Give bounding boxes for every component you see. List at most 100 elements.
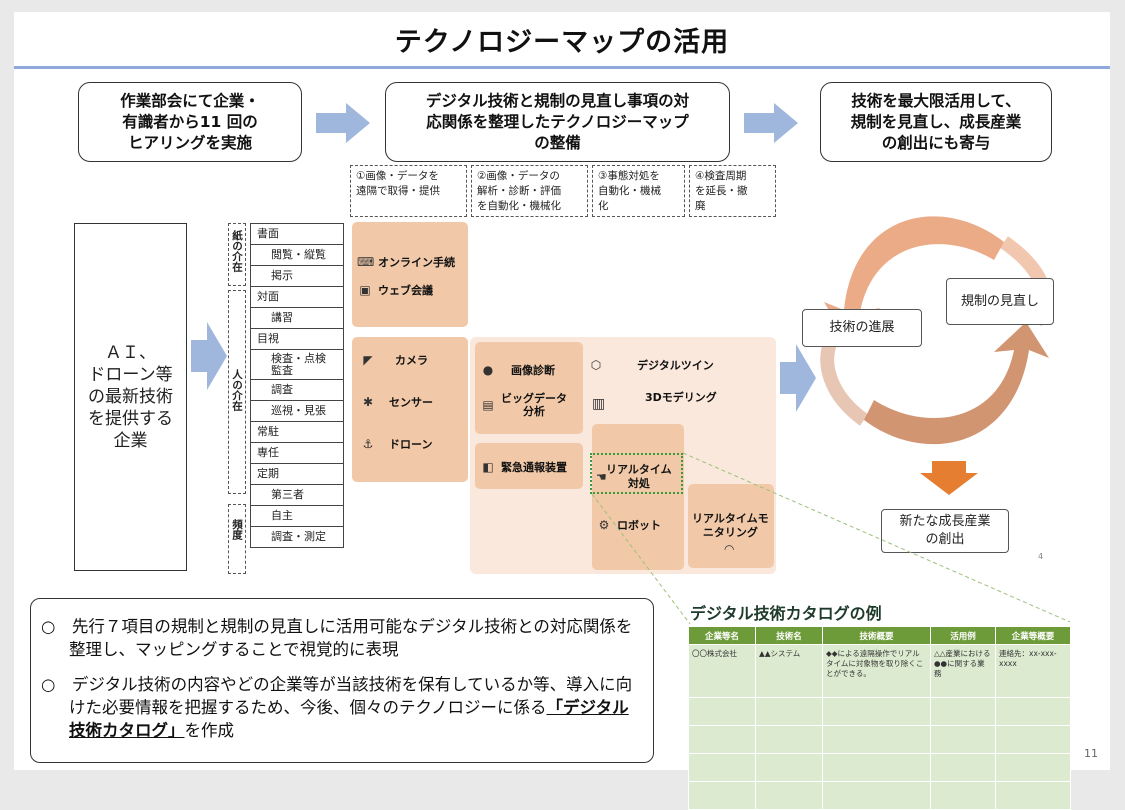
procedure-row: 巡視・見張: [250, 400, 344, 422]
table-cell: △△産業における●●に関する業務: [930, 644, 996, 698]
table-cell: [930, 725, 996, 754]
procedure-row: 第三者: [250, 484, 344, 506]
monitor-icon: ▣: [359, 283, 371, 297]
tech-sensor: ✱センサー: [360, 394, 433, 410]
procedure-row: 対面: [250, 286, 344, 308]
table-cell: [822, 781, 931, 810]
cycle-regulation-review: 規制の見直し: [946, 278, 1054, 325]
catalog-header: 企業等名: [688, 626, 756, 645]
table-row: [688, 781, 1071, 810]
keyboard-icon: ⌨: [357, 255, 375, 269]
map-arrow: [780, 344, 816, 412]
procedure-cell: 調査・測定: [250, 526, 344, 548]
table-cell: [688, 753, 756, 782]
tech-3d-label: 3Dモデリング: [645, 391, 717, 404]
building-icon: ▥: [592, 396, 606, 412]
cycle-new-industry: 新たな成長産業 の創出: [881, 509, 1009, 553]
group-frequency: 頻度: [228, 504, 246, 574]
tech-web-label: ウェブ会議: [378, 284, 433, 297]
tech-drone: ⚓ ドローン: [360, 436, 433, 452]
tech-drone-label: ドローン: [389, 438, 433, 451]
table-cell: [755, 753, 823, 782]
gauge-icon: ◠: [724, 542, 735, 556]
catalog-header: 技術概要: [822, 626, 931, 645]
category-3: ③事態対処を 自動化・機械 化: [592, 165, 685, 217]
tech-image-diag-label: 画像診断: [511, 364, 555, 377]
tech-3d-modeling: 3Dモデリング: [592, 389, 717, 405]
down-arrow: [920, 461, 978, 495]
summary-item-2-text: ○ デジタル技術の内容やどの企業等が当該技術を保有しているか等、導入に向けた必要…: [41, 675, 633, 717]
group-human: 人の介在: [228, 290, 246, 494]
catalog-emphasis: 「デジタル技術カタログ」: [69, 698, 629, 740]
procedure-row: 書面: [250, 223, 344, 245]
summary-item-1: ○ 先行７項目の規制と規制の見直しに活用可能なデジタル技術との対応関係を整理し、…: [41, 617, 633, 659]
tech-realtime: ☚リアルタイム 対処: [596, 463, 672, 491]
procedure-cell: 講習: [250, 307, 344, 329]
procedure-row: 調査・測定: [250, 526, 344, 548]
tech-block-sensing: [352, 337, 468, 482]
catalog-header: 企業等概要: [995, 626, 1071, 645]
slide: テクノロジーマップの活用 作業部会にて企業・ 有識者から11 回の ヒアリングを…: [14, 12, 1110, 810]
table-cell: [755, 725, 823, 754]
summary-box: ○ 先行７項目の規制と規制の見直しに活用可能なデジタル技術との対応関係を整理し、…: [30, 598, 654, 763]
table-cell: 〇〇株式会社: [688, 644, 756, 698]
procedure-row: 常駐: [250, 421, 344, 443]
summary-item-2: ○ デジタル技術の内容やどの企業等が当該技術を保有しているか等、導入に向けた必要…: [41, 673, 641, 742]
procedure-table: 書面閲覧・縦覧掲示対面講習目視検査・点検 監査調査巡視・見張常駐専任定期第三者自…: [250, 223, 344, 548]
tech-camera-label: カメラ: [395, 354, 428, 367]
inner-page-mark: 4: [1038, 552, 1044, 561]
flow-arrow-2: [744, 103, 798, 143]
title-underline: [14, 66, 1110, 69]
camera-icon: ◤: [363, 353, 373, 367]
brain-icon: ●: [482, 363, 494, 377]
tech-emergency: ◧緊急通報装置: [480, 459, 567, 475]
table-cell: [930, 697, 996, 726]
procedure-cell: 対面: [250, 286, 344, 308]
tech-monitoring-label: リアルタイムモ ニタリング: [692, 512, 769, 539]
table-row: [688, 697, 1071, 726]
table-cell: [995, 781, 1071, 810]
tech-robot-label: ロボット: [617, 519, 661, 532]
group-human-label: 人の介在: [231, 369, 243, 411]
procedure-cell: 専任: [250, 442, 344, 464]
alarm-icon: ◧: [482, 460, 494, 474]
tech-online: ⌨オンライン手続: [357, 254, 455, 270]
tech-block-analysis: [475, 342, 583, 434]
table-cell: [995, 697, 1071, 726]
category-4: ④検査周期 を延長・撤 廃: [689, 165, 776, 217]
procedure-cell: 定期: [250, 463, 344, 485]
catalog-header: 活用例: [930, 626, 996, 645]
page-number: 11: [1084, 747, 1098, 760]
procedure-row: 講習: [250, 307, 344, 329]
table-cell: [688, 781, 756, 810]
realtime-highlight: [590, 453, 683, 494]
tech-twin-label: デジタルツイン: [637, 359, 714, 372]
procedure-cell: 巡視・見張: [250, 400, 344, 422]
category-1: ①画像・データを 遠隔で取得・提供: [350, 165, 467, 217]
table-cell: [822, 725, 931, 754]
tech-camera: ◤ カメラ: [360, 352, 428, 368]
flow-box-techmap: デジタル技術と規制の見直し事項の対 応関係を整理したテクノロジーマップ の整備: [385, 82, 730, 162]
procedure-cell: 目視: [250, 328, 344, 350]
cycle-tech-progress: 技術の進展: [802, 309, 922, 347]
tech-monitoring: リアルタイムモ ニタリング: [692, 512, 769, 540]
summary-item-2-end: を作成: [184, 721, 235, 740]
flow-box-hearing: 作業部会にて企業・ 有識者から11 回の ヒアリングを実施: [78, 82, 302, 162]
procedure-row: 目視: [250, 328, 344, 350]
table-cell: [995, 725, 1071, 754]
tech-web-meeting: ▣ ウェブ会議: [357, 282, 433, 298]
procedure-row: 閲覧・縦覧: [250, 244, 344, 266]
drone-icon: ⚓: [362, 437, 374, 451]
table-cell: [755, 697, 823, 726]
catalog-header-row: 企業等名 技術名 技術概要 活用例 企業等概要: [688, 626, 1071, 645]
group-paper-label: 紙の介在: [231, 230, 243, 272]
procedure-cell: 掲示: [250, 265, 344, 287]
tech-bigdata-label: ビッグデータ 分析: [501, 392, 567, 418]
flow-arrow-1: [316, 103, 370, 143]
tech-sensor-label: センサー: [389, 396, 433, 409]
document-icon: ▤: [482, 398, 494, 412]
procedure-cell: 書面: [250, 223, 344, 245]
cube-icon: ⬡: [590, 358, 602, 372]
procedure-row: 掲示: [250, 265, 344, 287]
procedure-cell: 閲覧・縦覧: [250, 244, 344, 266]
